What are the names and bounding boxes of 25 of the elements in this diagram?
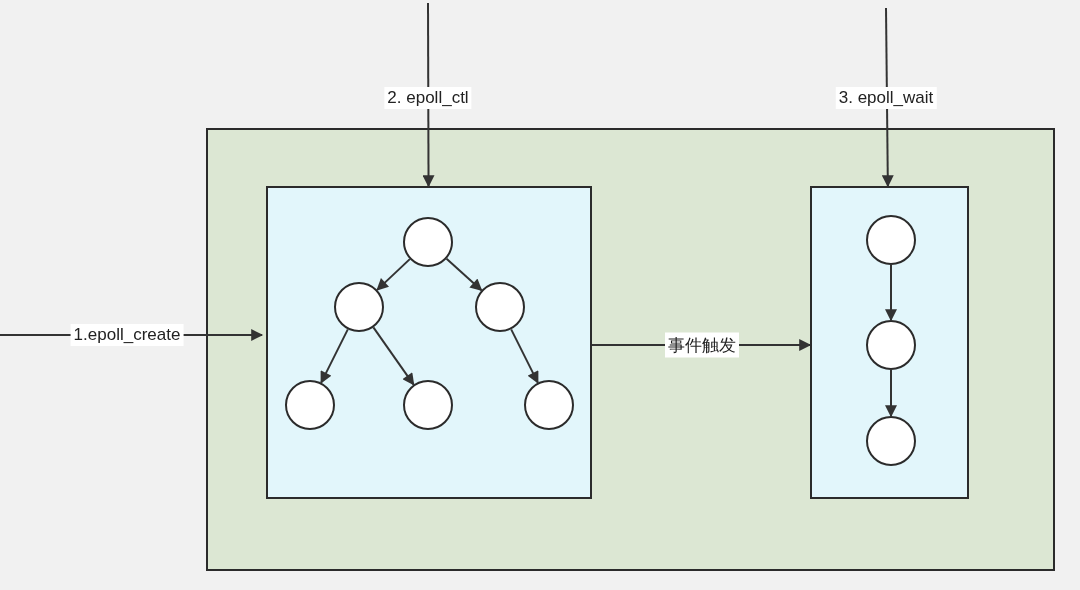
- arrow: [881, 7, 894, 188]
- arrow: [372, 326, 415, 386]
- edge-label: 3. epoll_wait: [835, 87, 937, 109]
- arrow: [445, 257, 483, 292]
- circle-node: [866, 215, 916, 265]
- arrow: [422, 2, 435, 188]
- edge-label: 1.epoll_create: [70, 324, 184, 346]
- arrow: [510, 328, 539, 384]
- edge-label: 事件触发: [665, 332, 739, 358]
- circle-node: [403, 217, 453, 267]
- circle-node: [334, 282, 384, 332]
- container-box: [206, 128, 1055, 571]
- panel-box: [810, 186, 969, 499]
- circle-node: [866, 320, 916, 370]
- edge-label: 2. epoll_ctl: [384, 87, 472, 109]
- arrow: [320, 328, 349, 384]
- circle-node: [285, 380, 335, 430]
- circle-node: [524, 380, 574, 430]
- arrow: [376, 258, 411, 291]
- arrow: [885, 264, 897, 322]
- circle-node: [403, 380, 453, 430]
- arrow: [885, 369, 897, 418]
- circle-node: [866, 416, 916, 466]
- panel-box: [266, 186, 592, 499]
- circle-node: [475, 282, 525, 332]
